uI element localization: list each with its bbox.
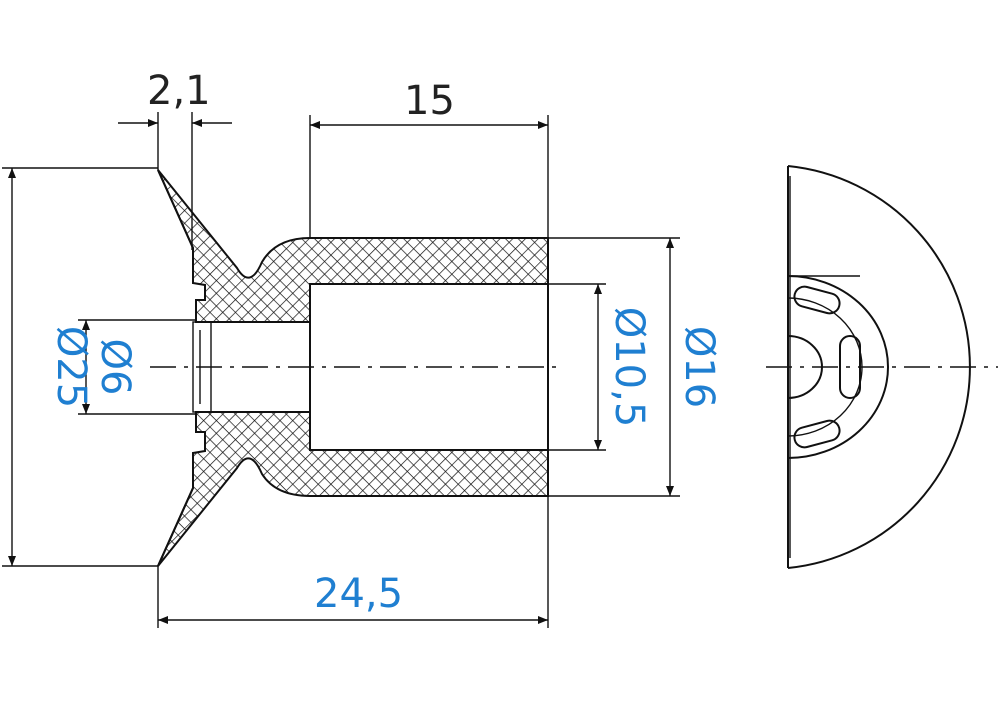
label-overall-length: 24,5 <box>314 571 403 617</box>
label-sleeve-length: 15 <box>404 78 455 124</box>
side-hub-outer <box>787 275 889 459</box>
section-view <box>150 169 560 567</box>
label-flange-diameter: Ø25 <box>48 326 94 408</box>
dimension-lines <box>2 112 680 628</box>
label-bore-diameter: Ø6 <box>92 339 138 396</box>
upper-wall-section <box>157 169 549 323</box>
side-slot-top <box>793 285 841 315</box>
lower-wall-section <box>157 411 549 567</box>
flange-face-bottom <box>157 487 194 567</box>
label-sleeve-outer-diameter: Ø16 <box>676 326 722 408</box>
label-sleeve-inner-diameter: Ø10,5 <box>606 307 652 428</box>
label-flange-thickness: 2,1 <box>147 68 211 114</box>
side-view <box>766 165 998 569</box>
side-slot-bottom <box>793 419 841 449</box>
dimension-labels: 2,1 15 24,5 Ø25 Ø6 Ø10,5 Ø16 <box>48 68 722 617</box>
flange-face-top <box>157 169 194 249</box>
